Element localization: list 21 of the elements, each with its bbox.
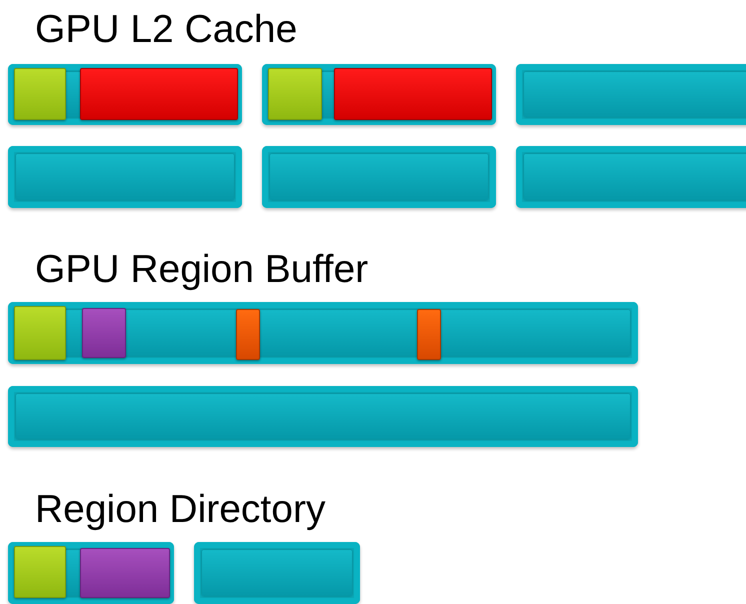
- cache-line-bar: [8, 542, 174, 604]
- data-block: [236, 309, 260, 360]
- section-heading: Region Directory: [35, 490, 326, 529]
- data-block: [417, 309, 441, 360]
- data-block: [82, 308, 126, 358]
- cache-line-bar: [262, 146, 496, 208]
- cache-line-bar: [8, 386, 638, 447]
- data-block: [268, 68, 322, 120]
- data-block: [334, 68, 492, 120]
- data-block: [14, 306, 66, 360]
- cache-line-bar: [262, 64, 496, 125]
- cache-line-bar: [8, 64, 242, 125]
- data-block: [14, 546, 66, 598]
- cache-line-bar: [8, 302, 638, 364]
- data-block: [80, 68, 238, 120]
- cache-line-bar: [194, 542, 360, 604]
- section-heading: GPU L2 Cache: [35, 10, 298, 49]
- section-heading: GPU Region Buffer: [35, 250, 368, 289]
- data-block: [80, 548, 170, 598]
- cache-line-bar: [8, 146, 242, 208]
- data-block: [14, 68, 66, 120]
